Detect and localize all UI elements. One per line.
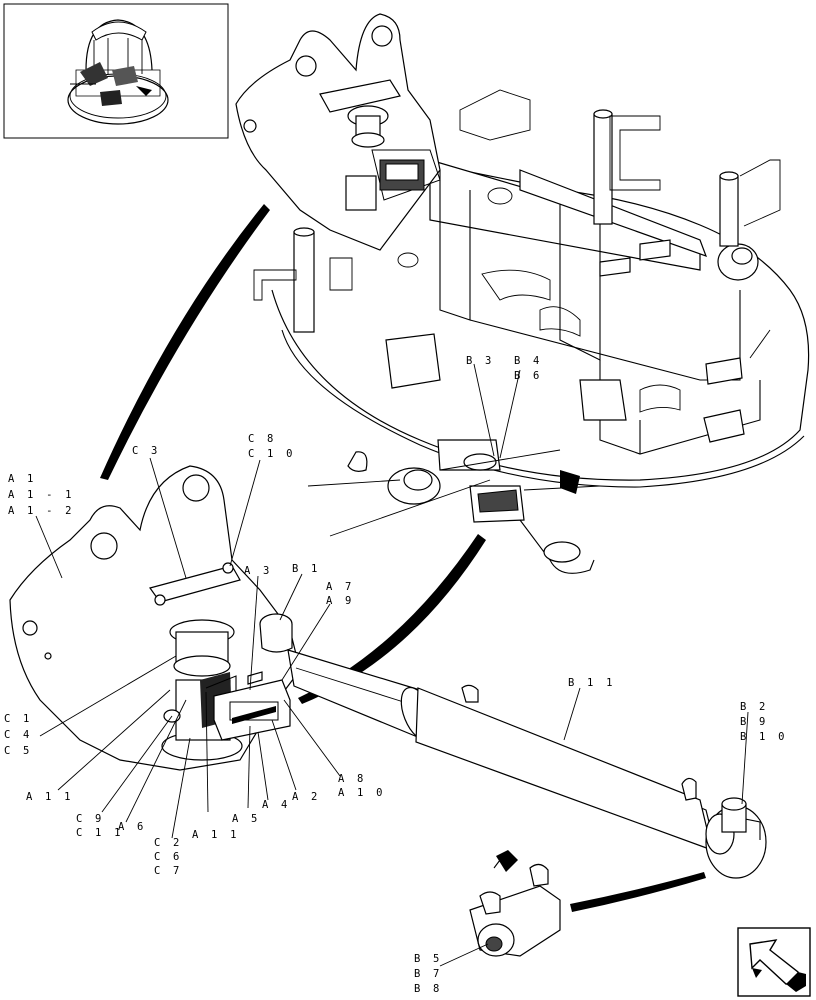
label-A9: A 9 [326, 595, 355, 607]
label-B3: B 3 [466, 355, 495, 367]
label-C8: C 8 [248, 433, 277, 445]
label-A1-1: A 1 - 1 [8, 489, 75, 501]
label-C3: C 3 [132, 445, 161, 457]
machine-overview-thumbnail[interactable] [3, 3, 229, 139]
label-B10: B 1 0 [740, 731, 788, 743]
label-A3: A 3 [244, 565, 273, 577]
label-B9: B 9 [740, 716, 769, 728]
label-B5: B 5 [414, 953, 443, 965]
label-C11: C 1 1 [76, 827, 124, 839]
label-A7: A 7 [326, 581, 355, 593]
label-B6: B 6 [514, 370, 543, 382]
label-A2: A 2 [292, 791, 321, 803]
label-B7: B 7 [414, 968, 443, 980]
label-C5: C 5 [4, 745, 33, 757]
label-A11-right: A 1 1 [192, 829, 240, 841]
label-A5: A 5 [232, 813, 261, 825]
label-A1: A 1 [8, 473, 37, 485]
label-A8: A 8 [338, 773, 367, 785]
label-C4: C 4 [4, 729, 33, 741]
label-A4: A 4 [262, 799, 291, 811]
label-A1-2: A 1 - 2 [8, 505, 75, 517]
label-C6: C 6 [154, 851, 183, 863]
label-B4: B 4 [514, 355, 543, 367]
label-C1: C 1 [4, 713, 33, 725]
label-A11-left: A 1 1 [26, 791, 74, 803]
label-C2: C 2 [154, 837, 183, 849]
back-arrow-icon[interactable] [737, 927, 811, 997]
label-B2: B 2 [740, 701, 769, 713]
leader-band-lower [570, 872, 706, 912]
leader-band-upper [100, 204, 270, 480]
label-B11: B 1 1 [568, 677, 616, 689]
upper-frame-assembly [235, 13, 810, 574]
label-B1: B 1 [292, 563, 321, 575]
callout-labels: A 1 A 1 - 1 A 1 - 2 C 3 C 8 C 1 0 A 3 B … [4, 355, 788, 995]
label-C7: C 7 [154, 865, 183, 877]
label-A6: A 6 [118, 821, 147, 833]
leader-band-middle [298, 534, 486, 704]
leader-lines [35, 363, 749, 967]
label-C9: C 9 [76, 813, 105, 825]
label-C10: C 1 0 [248, 448, 296, 460]
detail-bracket-assembly [9, 465, 767, 957]
label-B8: B 8 [414, 983, 443, 995]
label-A10: A 1 0 [338, 787, 386, 799]
